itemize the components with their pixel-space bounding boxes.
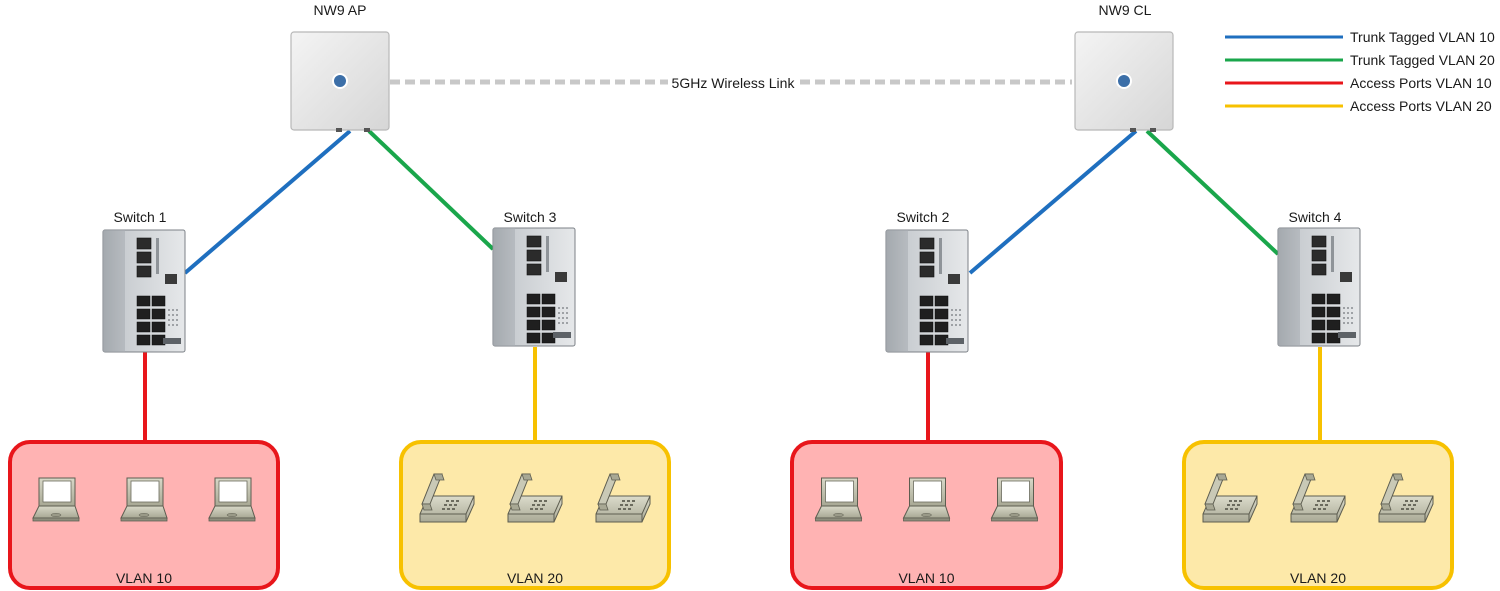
switch: Switch 1 (102, 209, 186, 353)
access-point-nw9-ap: NW9 AP (290, 2, 390, 132)
vlan-group: VLAN 10 (8, 440, 280, 590)
switch-label: Switch 1 (114, 209, 167, 225)
vlan-group-label: VLAN 20 (507, 570, 563, 586)
antenna-logo-icon (1116, 73, 1132, 89)
laptop-icon (120, 477, 168, 522)
vlan-group: VLAN 20 (1182, 440, 1454, 590)
access-point-label: NW9 AP (314, 2, 367, 18)
laptop-icon (815, 477, 862, 522)
switch-label: Switch 4 (1289, 209, 1342, 225)
access-point-nw9-cl: NW9 CL (1074, 2, 1174, 132)
switch-label: Switch 3 (504, 209, 557, 225)
vlan-group-label: VLAN 10 (116, 570, 172, 586)
legend-label: Access Ports VLAN 10 (1350, 75, 1492, 91)
laptop-icon (208, 477, 256, 522)
trunk-vlan20-line (1145, 129, 1280, 256)
laptop-icon (991, 477, 1038, 522)
legend-item: Access Ports VLAN 20 (1225, 98, 1492, 114)
trunk-vlan20-line (367, 129, 495, 251)
switch: Switch 3 (492, 209, 576, 347)
legend-label: Trunk Tagged VLAN 10 (1350, 29, 1495, 45)
antenna-logo-icon (332, 73, 348, 89)
legend-item: Trunk Tagged VLAN 10 (1225, 29, 1495, 45)
laptop-icon (32, 477, 80, 522)
switch: Switch 4 (1277, 209, 1361, 347)
vlan-group: VLAN 20 (399, 440, 671, 590)
legend-label: Trunk Tagged VLAN 20 (1350, 52, 1495, 68)
laptop-icon (903, 477, 950, 522)
legend-label: Access Ports VLAN 20 (1350, 98, 1492, 114)
access-point-label: NW9 CL (1099, 2, 1152, 18)
legend: Trunk Tagged VLAN 10 Trunk Tagged VLAN 20… (1225, 29, 1495, 114)
wireless-link-label: 5GHz Wireless Link (672, 75, 796, 91)
legend-item: Trunk Tagged VLAN 20 (1225, 52, 1495, 68)
legend-item: Access Ports VLAN 10 (1225, 75, 1492, 91)
vlan-group-label: VLAN 20 (1290, 570, 1346, 586)
switch-label: Switch 2 (897, 209, 950, 225)
trunk-vlan10-line (968, 129, 1138, 275)
vlan-group: VLAN 10 (790, 440, 1063, 590)
vlan-group-label: VLAN 10 (898, 570, 954, 586)
switch: Switch 2 (885, 209, 969, 353)
trunk-vlan10-line (183, 129, 352, 275)
